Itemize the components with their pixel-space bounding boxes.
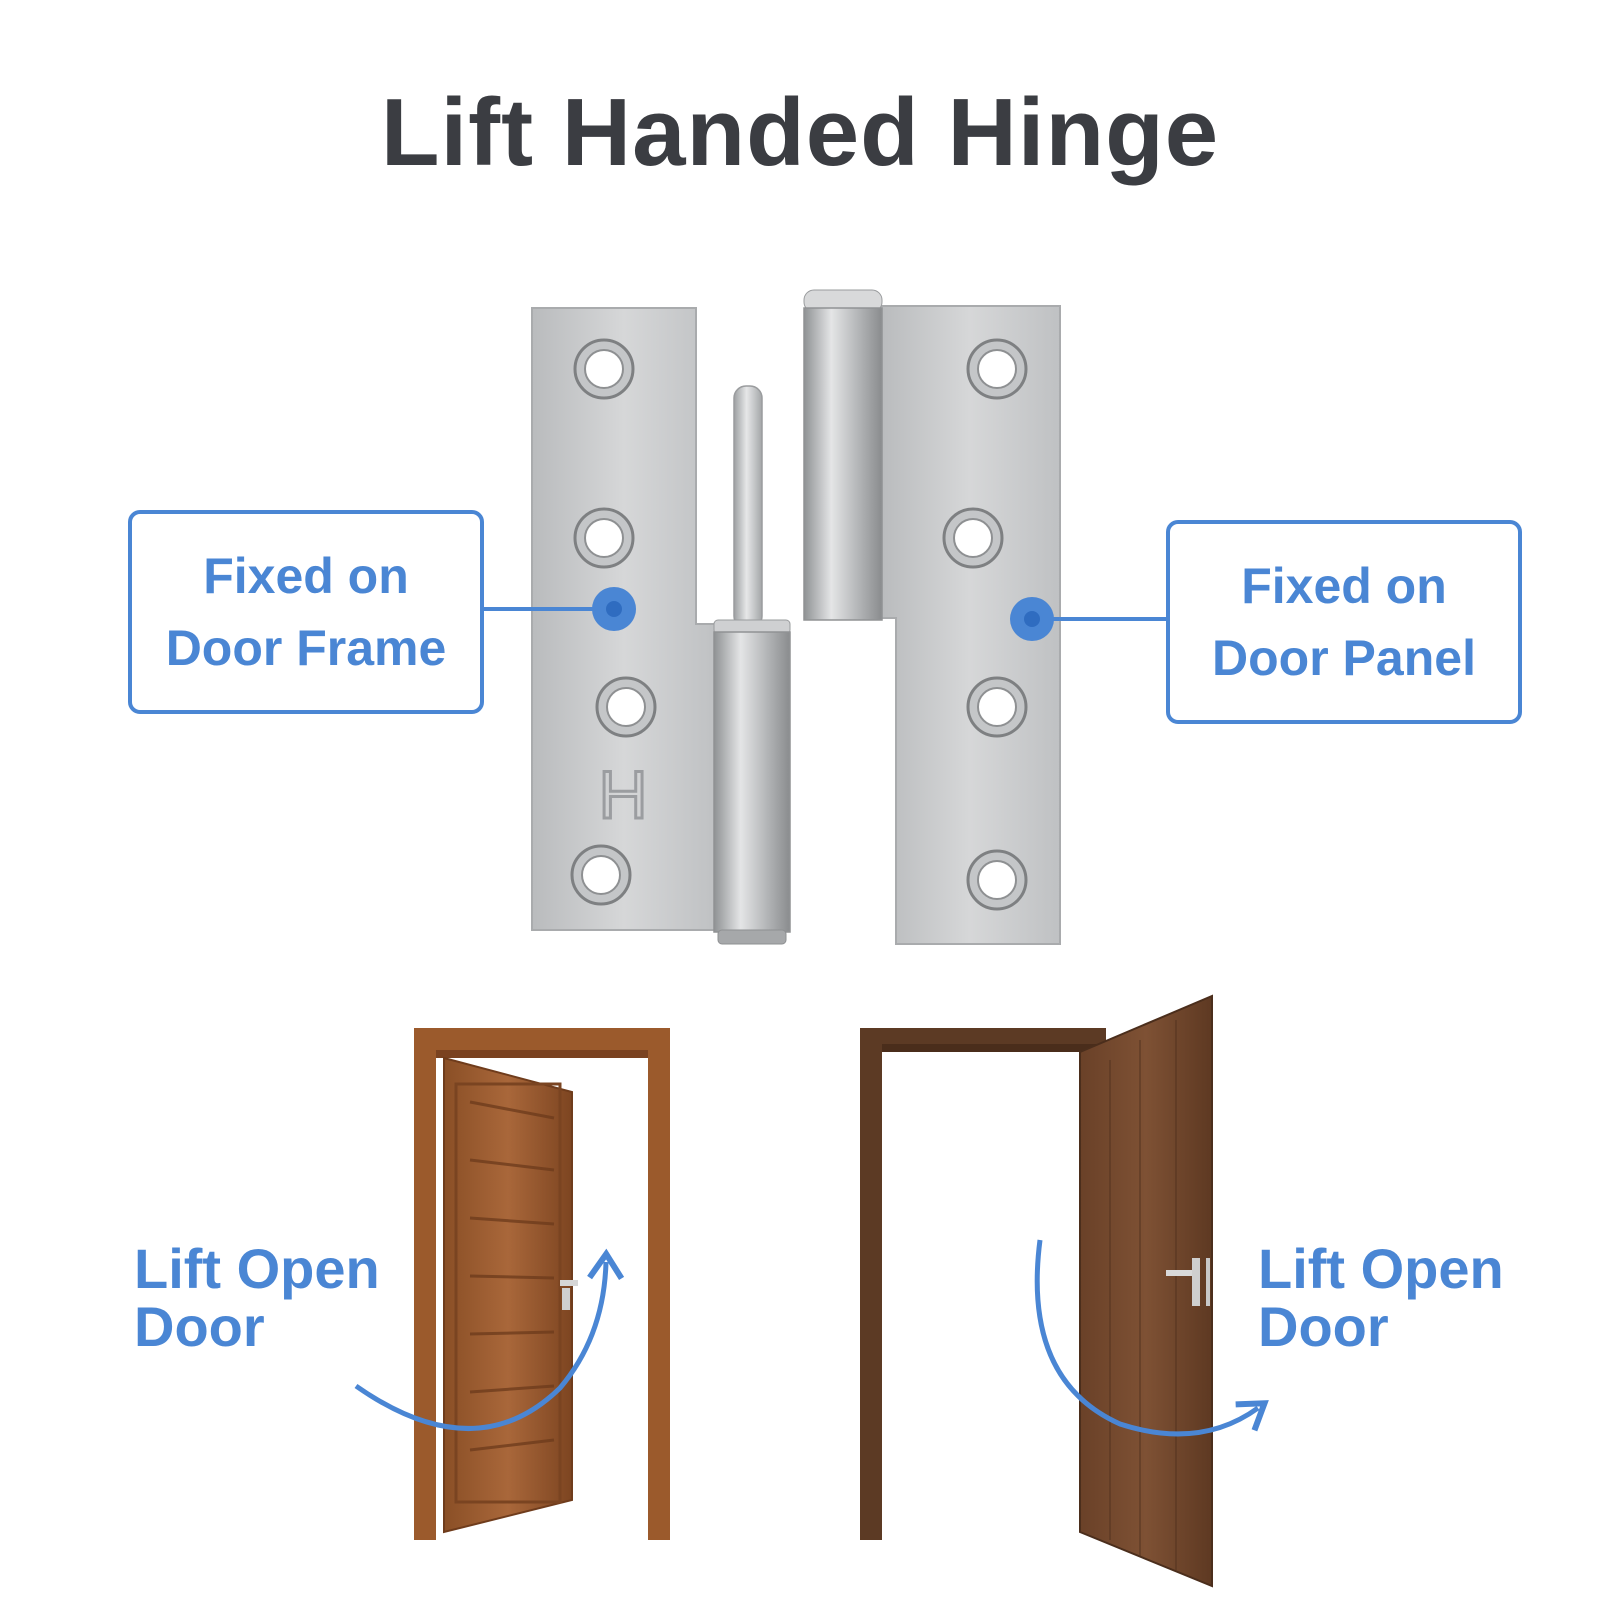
screw-hole (573, 338, 635, 400)
screw-hole (966, 676, 1028, 738)
callout-door-frame: Fixed on Door Frame (128, 510, 484, 714)
right-door-label-line1: Lift Open (1258, 1237, 1504, 1300)
right-door-label-line2: Door (1258, 1295, 1389, 1358)
callout-door-panel-line1: Fixed on (1241, 558, 1447, 614)
screw-hole (966, 338, 1028, 400)
screw-hole (570, 844, 632, 906)
left-door-label-line2: Door (134, 1295, 265, 1358)
left-door-label: Lift Open Door (134, 1240, 380, 1356)
callout-door-panel: Fixed on Door Panel (1166, 520, 1522, 724)
callout-door-panel-line2: Door Panel (1212, 630, 1476, 686)
callout-connector-right (1010, 597, 1166, 641)
page-title: Lift Handed Hinge (380, 79, 1220, 186)
callout-door-frame-line1: Fixed on (203, 548, 409, 604)
callout-door-frame-line2: Door Frame (165, 620, 447, 676)
screw-hole (573, 507, 635, 569)
hinge-mark: H (598, 757, 647, 833)
screw-hole (942, 507, 1004, 569)
left-door-label-line1: Lift Open (134, 1237, 380, 1300)
screw-hole (966, 849, 1028, 911)
right-door-label: Lift Open Door (1258, 1240, 1504, 1356)
callout-connector-left (480, 587, 636, 631)
screw-hole (595, 676, 657, 738)
hinge-left-leaf: H (531, 307, 791, 945)
hinge-right-leaf (803, 289, 1061, 945)
right-door-illustration (860, 994, 1269, 1588)
left-door-illustration (354, 1028, 670, 1540)
